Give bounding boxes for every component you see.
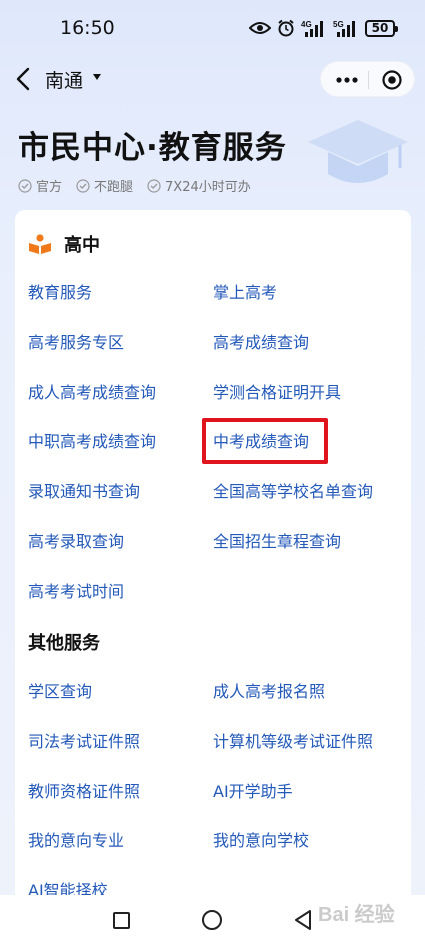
eye-icon [249,22,271,34]
capsule-divider [368,71,369,89]
person-desk-icon [29,234,51,254]
service-link-admission-rules[interactable]: 全国招生章程查询 [213,532,342,551]
check-circle-icon [18,178,32,193]
service-link-university-list[interactable]: 全国高等学校名单查询 [213,482,374,501]
badge-no-errand: 不跑腿 [76,176,133,195]
system-nav-bar [0,895,425,944]
status-time: 16:50 [60,17,115,39]
status-bar: 16:50 4G 5G 50 [0,0,425,56]
highlight-annotation-box [202,418,328,464]
service-link-edu-service[interactable]: 教育服务 [28,283,93,302]
check-circle-icon [147,178,161,193]
graduation-cap-icon [308,120,408,183]
service-link-ai-assistant[interactable]: AI开学助手 [213,782,293,801]
service-link-judicial-photo[interactable]: 司法考试证件照 [28,732,141,751]
signal-4g-icon: 4G [301,20,323,37]
signal-5g-icon: 5G [333,20,355,37]
service-link-vocational-score[interactable]: 中职高考成绩查询 [28,432,157,451]
recent-apps-button[interactable] [113,912,130,929]
service-link-gaokao-time[interactable]: 高考考试时间 [28,582,125,601]
service-badges: 官方 不跑腿 7X24小时可办 [18,176,251,195]
badge-official-label: 官方 [36,180,63,195]
service-link-adult-photo[interactable]: 成人高考报名照 [213,682,326,701]
more-dots-icon[interactable] [335,75,359,85]
caret-down-icon[interactable] [93,72,101,82]
service-link-xuece-certificate[interactable]: 学测合格证明开具 [213,383,342,402]
section-title: 其他服务 [28,633,100,654]
services-card: 高中 教育服务 掌上高考 高考服务专区 高考成绩查询 成人高考成绩查询 学测合格… [15,210,411,910]
service-link-zhongkao-score[interactable]: 中考成绩查询 [213,432,310,451]
section-header-other: 其他服务 [28,628,100,656]
service-link-adult-gaokao-score[interactable]: 成人高考成绩查询 [28,383,157,402]
back-arrow-icon[interactable] [12,65,36,93]
check-circle-icon [76,178,90,193]
battery-indicator: 50 [365,19,398,37]
nav-bar: 南通 [0,56,425,102]
service-link-gaokao-score[interactable]: 高考成绩查询 [213,333,310,352]
back-triangle-icon[interactable] [293,909,313,931]
service-link-gaokao-admission[interactable]: 高考录取查询 [28,532,125,551]
service-link-teacher-photo[interactable]: 教师资格证件照 [28,782,141,801]
close-target-icon[interactable] [381,69,403,91]
service-link-gaokao-zone[interactable]: 高考服务专区 [28,333,125,352]
home-button[interactable] [202,910,222,930]
service-link-intended-major[interactable]: 我的意向专业 [28,831,125,850]
city-selector[interactable]: 南通 [45,70,84,92]
alarm-icon [278,19,294,37]
svg-text:4G: 4G [301,20,312,29]
service-link-school-district[interactable]: 学区查询 [28,682,93,701]
section-header-high-school: 高中 [28,230,100,258]
service-link-intended-school[interactable]: 我的意向学校 [213,831,310,850]
watermark: Bai 经验 [318,904,395,926]
page-title: 市民中心·教育服务 [18,130,287,166]
badge-official: 官方 [18,176,62,195]
svg-text:5G: 5G [333,20,344,29]
badge-24h-label: 7X24小时可办 [165,180,251,195]
section-title: 高中 [64,235,100,256]
service-link-admission-letter[interactable]: 录取通知书查询 [28,482,141,501]
badge-no-errand-label: 不跑腿 [94,180,134,195]
mini-program-capsule [320,61,415,97]
service-link-palm-gaokao[interactable]: 掌上高考 [213,283,278,302]
status-icons: 4G 5G 50 [249,17,398,39]
service-link-computer-photo[interactable]: 计算机等级考试证件照 [213,732,374,751]
badge-24h: 7X24小时可办 [147,176,251,195]
